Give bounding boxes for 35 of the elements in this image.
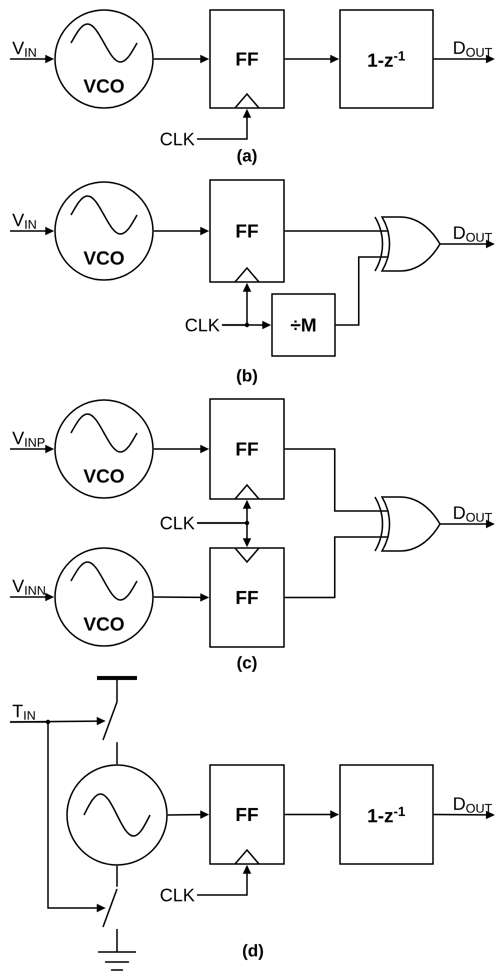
switch [102, 702, 118, 740]
signal-label: D$_{OUT}$ [454, 41, 492, 57]
oscillator-circle [66, 764, 168, 866]
wire [284, 448, 389, 512]
panel-caption: (d) [243, 944, 263, 960]
block-box: 1-z$^{-1}$ [339, 764, 434, 865]
flip-flop-box: FF [209, 398, 285, 500]
signal-label: V$_{INP}$ [12, 432, 45, 447]
wire [284, 230, 389, 232]
signal-label: CLK [160, 516, 195, 530]
wire [116, 866, 118, 887]
flip-flop-box: FF [209, 9, 285, 109]
signal-label: V$_{IN}$ [12, 214, 36, 229]
wire [284, 536, 389, 598]
signal-label: CLK [160, 888, 195, 902]
panel-caption: (b) [237, 369, 257, 385]
wire [116, 742, 118, 764]
flip-flop-box: FF [209, 179, 285, 283]
xor-gate [374, 496, 441, 552]
signal-label: CLK [186, 318, 220, 332]
signal-label: CLK [160, 132, 195, 146]
signal-label: D$_{OUT}$ [454, 226, 492, 242]
flip-flop-box: FF [209, 547, 285, 648]
wire [336, 256, 389, 326]
panel-caption: (a) [237, 149, 257, 165]
block-box: ÷M [271, 293, 336, 357]
flip-flop-box: FF [209, 764, 285, 865]
switch [102, 888, 118, 928]
xor-gate [374, 216, 441, 272]
signal-label: D$_{OUT}$ [454, 506, 492, 522]
signal-label: D$_{OUT}$ [454, 797, 492, 813]
block-box: 1-z$^{-1}$ [339, 9, 434, 109]
signal-label: V$_{IN}$ [12, 42, 36, 57]
signal-label: T$_{IN}$ [12, 704, 35, 720]
signal-label: V$_{INN}$ [12, 580, 45, 595]
